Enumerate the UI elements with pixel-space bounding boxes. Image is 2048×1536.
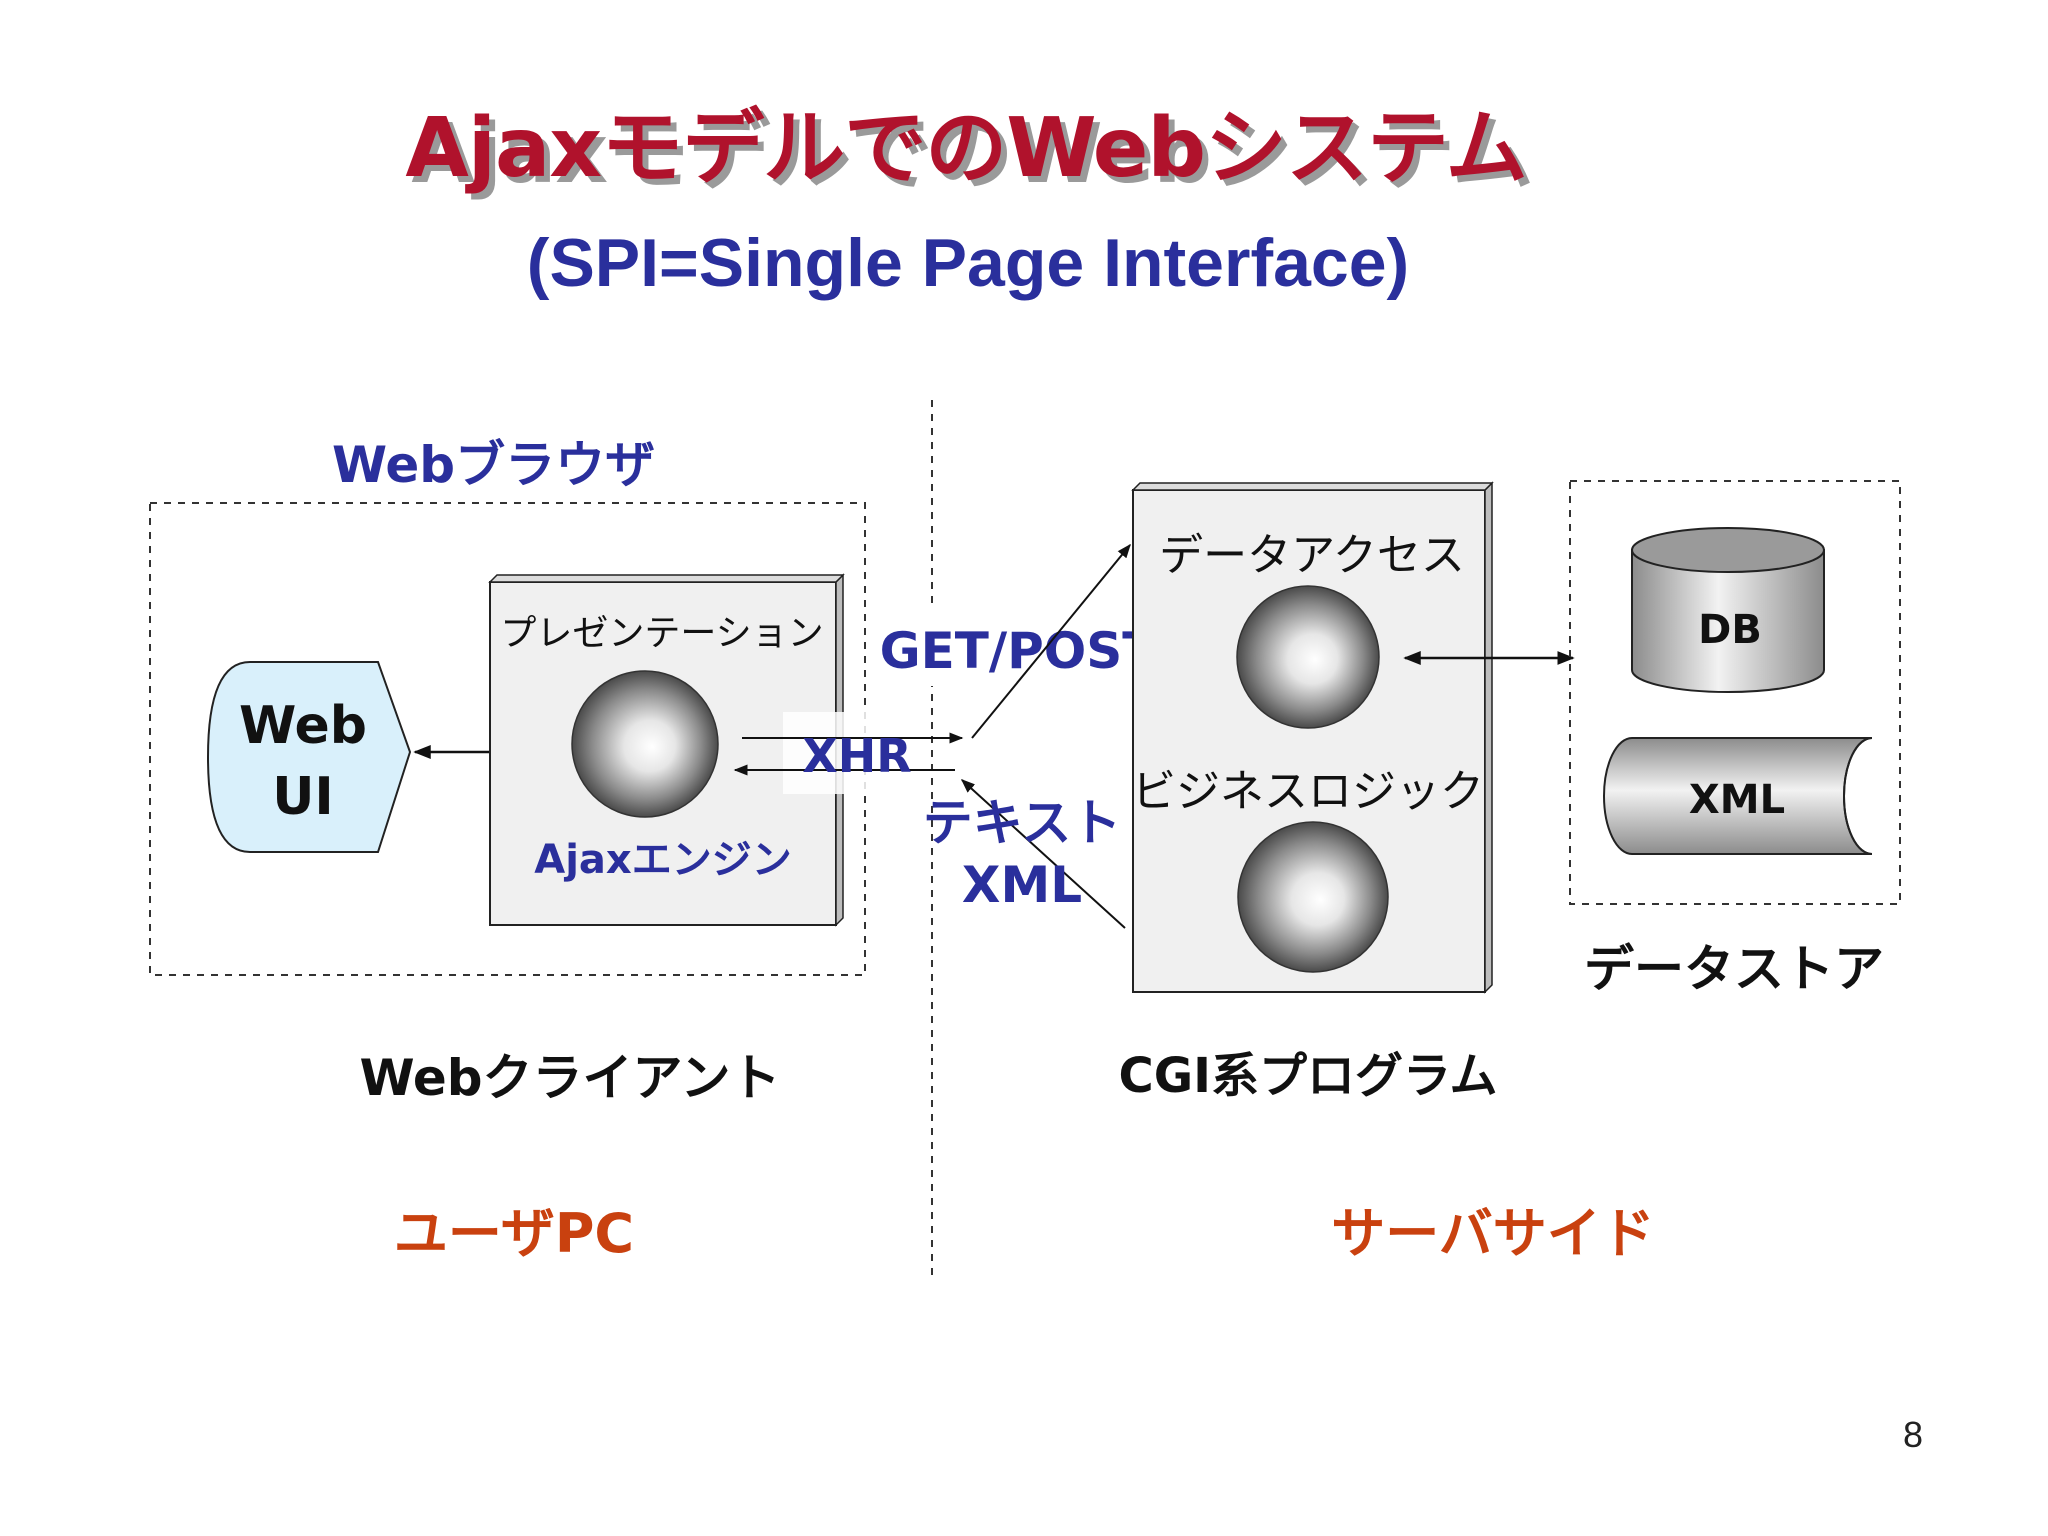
response-text-label-line2: XML [962,856,1082,914]
db-cylinder-top [1631,527,1825,573]
xml-store-label: XML [1689,777,1785,823]
page-subtitle: (SPI=Single Page Interface) [527,225,1409,301]
browser-label: Webブラウザ [332,436,655,494]
xhr-label-bg [783,712,911,794]
db-cylinder [1631,549,1825,693]
cgi-program-label: CGI系プログラム [1118,1048,1497,1104]
presentation-box-top [488,574,845,583]
data-access-sphere [1236,585,1380,729]
business-logic-label: ビジネスロジック [1132,766,1484,817]
response-text-label-line1: テキスト [923,794,1122,852]
xml-cylinder-end [1843,737,1873,855]
ajax-engine-sphere [571,670,719,818]
page-title: AjaxモデルでのWebシステム [405,101,1526,196]
ajax-engine-label: Ajaxエンジン [534,837,791,883]
web-client-label: Webクライアント [359,1049,780,1107]
web-ui-shape [206,661,412,853]
get-post-label: GET/POST [880,622,1157,680]
db-label: DB [1698,607,1762,653]
response-arrow [960,779,1126,929]
cgi-program-box-top [1131,482,1494,491]
get-post-label-bg [888,606,1158,686]
server-side-label: サーバサイド [1331,1202,1654,1265]
web-browser-box [149,502,866,976]
datastore-label: データストア [1584,940,1884,998]
datastore-box [1569,480,1901,905]
web-ui-label-line2: UI [272,767,334,827]
page-number: 8 [1903,1414,1923,1455]
web-ui-label-line1: Web [239,696,367,756]
title-shadow: AjaxモデルでのWebシステム [411,107,1532,202]
data-access-label: データアクセス [1159,530,1465,581]
xhr-label: XHR [802,729,911,783]
cgi-program-box-side [1484,481,1493,994]
get-post-arrow [971,543,1131,739]
user-pc-label: ユーザPC [394,1202,634,1265]
business-logic-sphere [1237,821,1389,973]
presentation-label: プレゼンテーション [500,613,823,654]
